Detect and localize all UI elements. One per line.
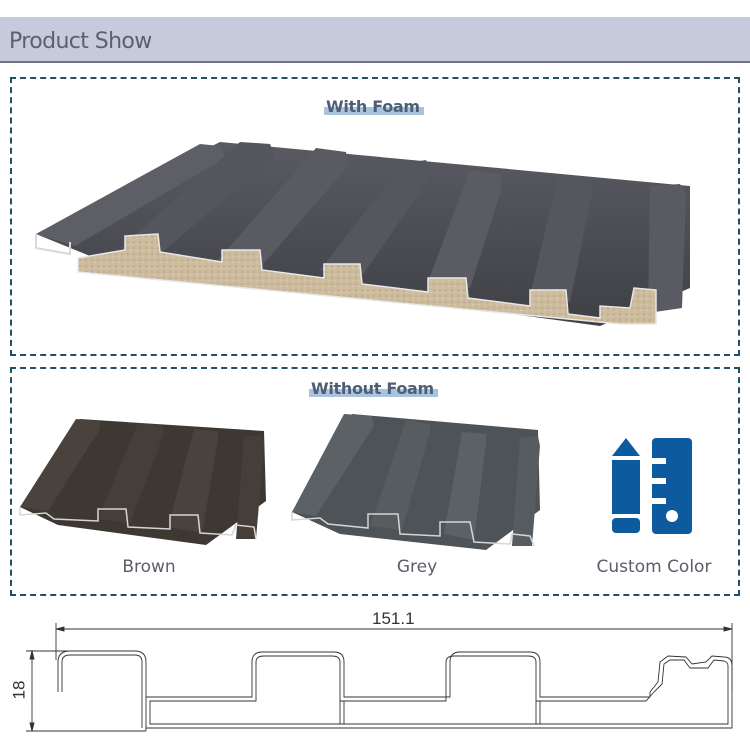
section-header: Product Show [0, 17, 750, 63]
brown-caption: Brown [122, 557, 176, 577]
with-foam-label: With Foam [324, 97, 424, 116]
custom-color-caption: Custom Color [596, 557, 712, 577]
brown-panel-image [19, 419, 266, 545]
grey-caption: Grey [396, 557, 438, 577]
width-dimension-label: 151.1 [372, 609, 415, 628]
with-foam-panel [10, 77, 740, 356]
without-foam-label: Without Foam [309, 379, 438, 398]
page-title: Product Show [9, 29, 152, 54]
grey-panel-image [291, 414, 540, 550]
profile-drawing [26, 623, 733, 732]
pencil-ruler-icon [612, 438, 692, 534]
without-foam-panel [10, 367, 740, 596]
height-dimension-label: 18 [9, 680, 29, 700]
foam-panel-image [35, 142, 690, 326]
